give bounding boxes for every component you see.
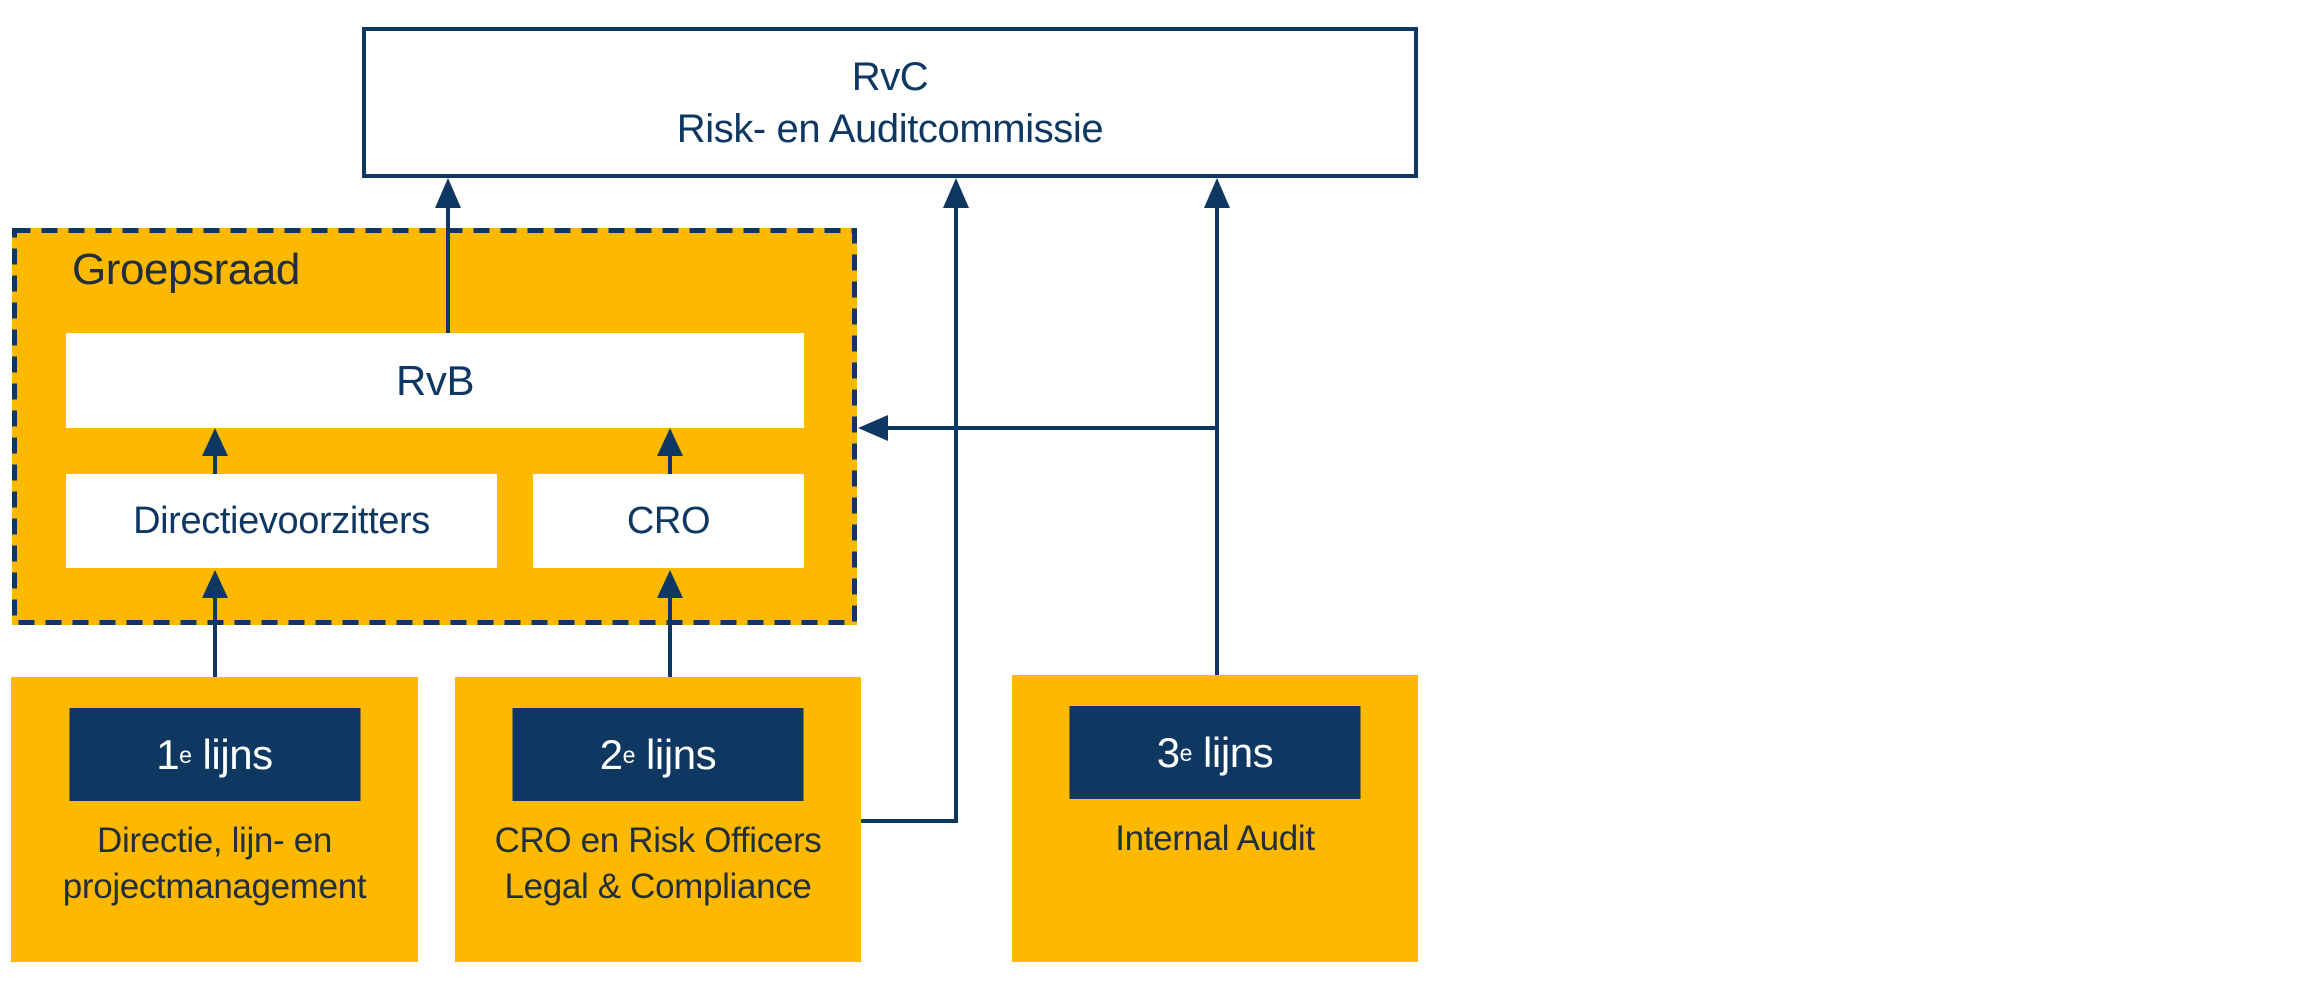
groepsraad-label: Groepsraad: [72, 245, 300, 294]
line2-number: 2: [599, 730, 623, 778]
rvc-box: RvC Risk- en Auditcommissie: [362, 27, 1418, 178]
line3-desc-row1: Internal Audit: [1115, 819, 1315, 858]
rvb-box: RvB: [66, 333, 804, 428]
line3-word: lijns: [1203, 728, 1274, 776]
line3-description: Internal Audit: [1012, 816, 1418, 862]
line2-desc-row2: Legal & Compliance: [504, 867, 812, 906]
rvb-label: RvB: [395, 356, 475, 404]
rvc-subtitle: Risk- en Auditcommissie: [676, 106, 1104, 151]
arrow-side-to-groepsraad: [858, 415, 1217, 441]
arrow-line2-to-rvc: [861, 178, 969, 823]
line2-desc-row1: CRO en Risk Officers: [494, 821, 822, 860]
cro-label: CRO: [626, 499, 711, 542]
line3-number: 3: [1156, 728, 1180, 776]
rvc-title: RvC: [851, 54, 929, 99]
cro-box: CRO: [533, 474, 804, 568]
line1-desc-row1: Directie, lijn- en: [97, 821, 332, 860]
line2-word: lijns: [646, 730, 717, 778]
line1-description: Directie, lijn- en projectmanagement: [11, 818, 418, 910]
arrow-line3-to-rvc: [1204, 178, 1230, 675]
line1-number: 1: [156, 730, 180, 778]
directievoorzitters-box: Directievoorzitters: [66, 474, 497, 568]
line1-word: lijns: [202, 730, 274, 778]
line2-description: CRO en Risk Officers Legal & Compliance: [455, 818, 861, 910]
directievoorzitters-label: Directievoorzitters: [133, 499, 430, 542]
line1-desc-row2: projectmanagement: [62, 867, 367, 906]
